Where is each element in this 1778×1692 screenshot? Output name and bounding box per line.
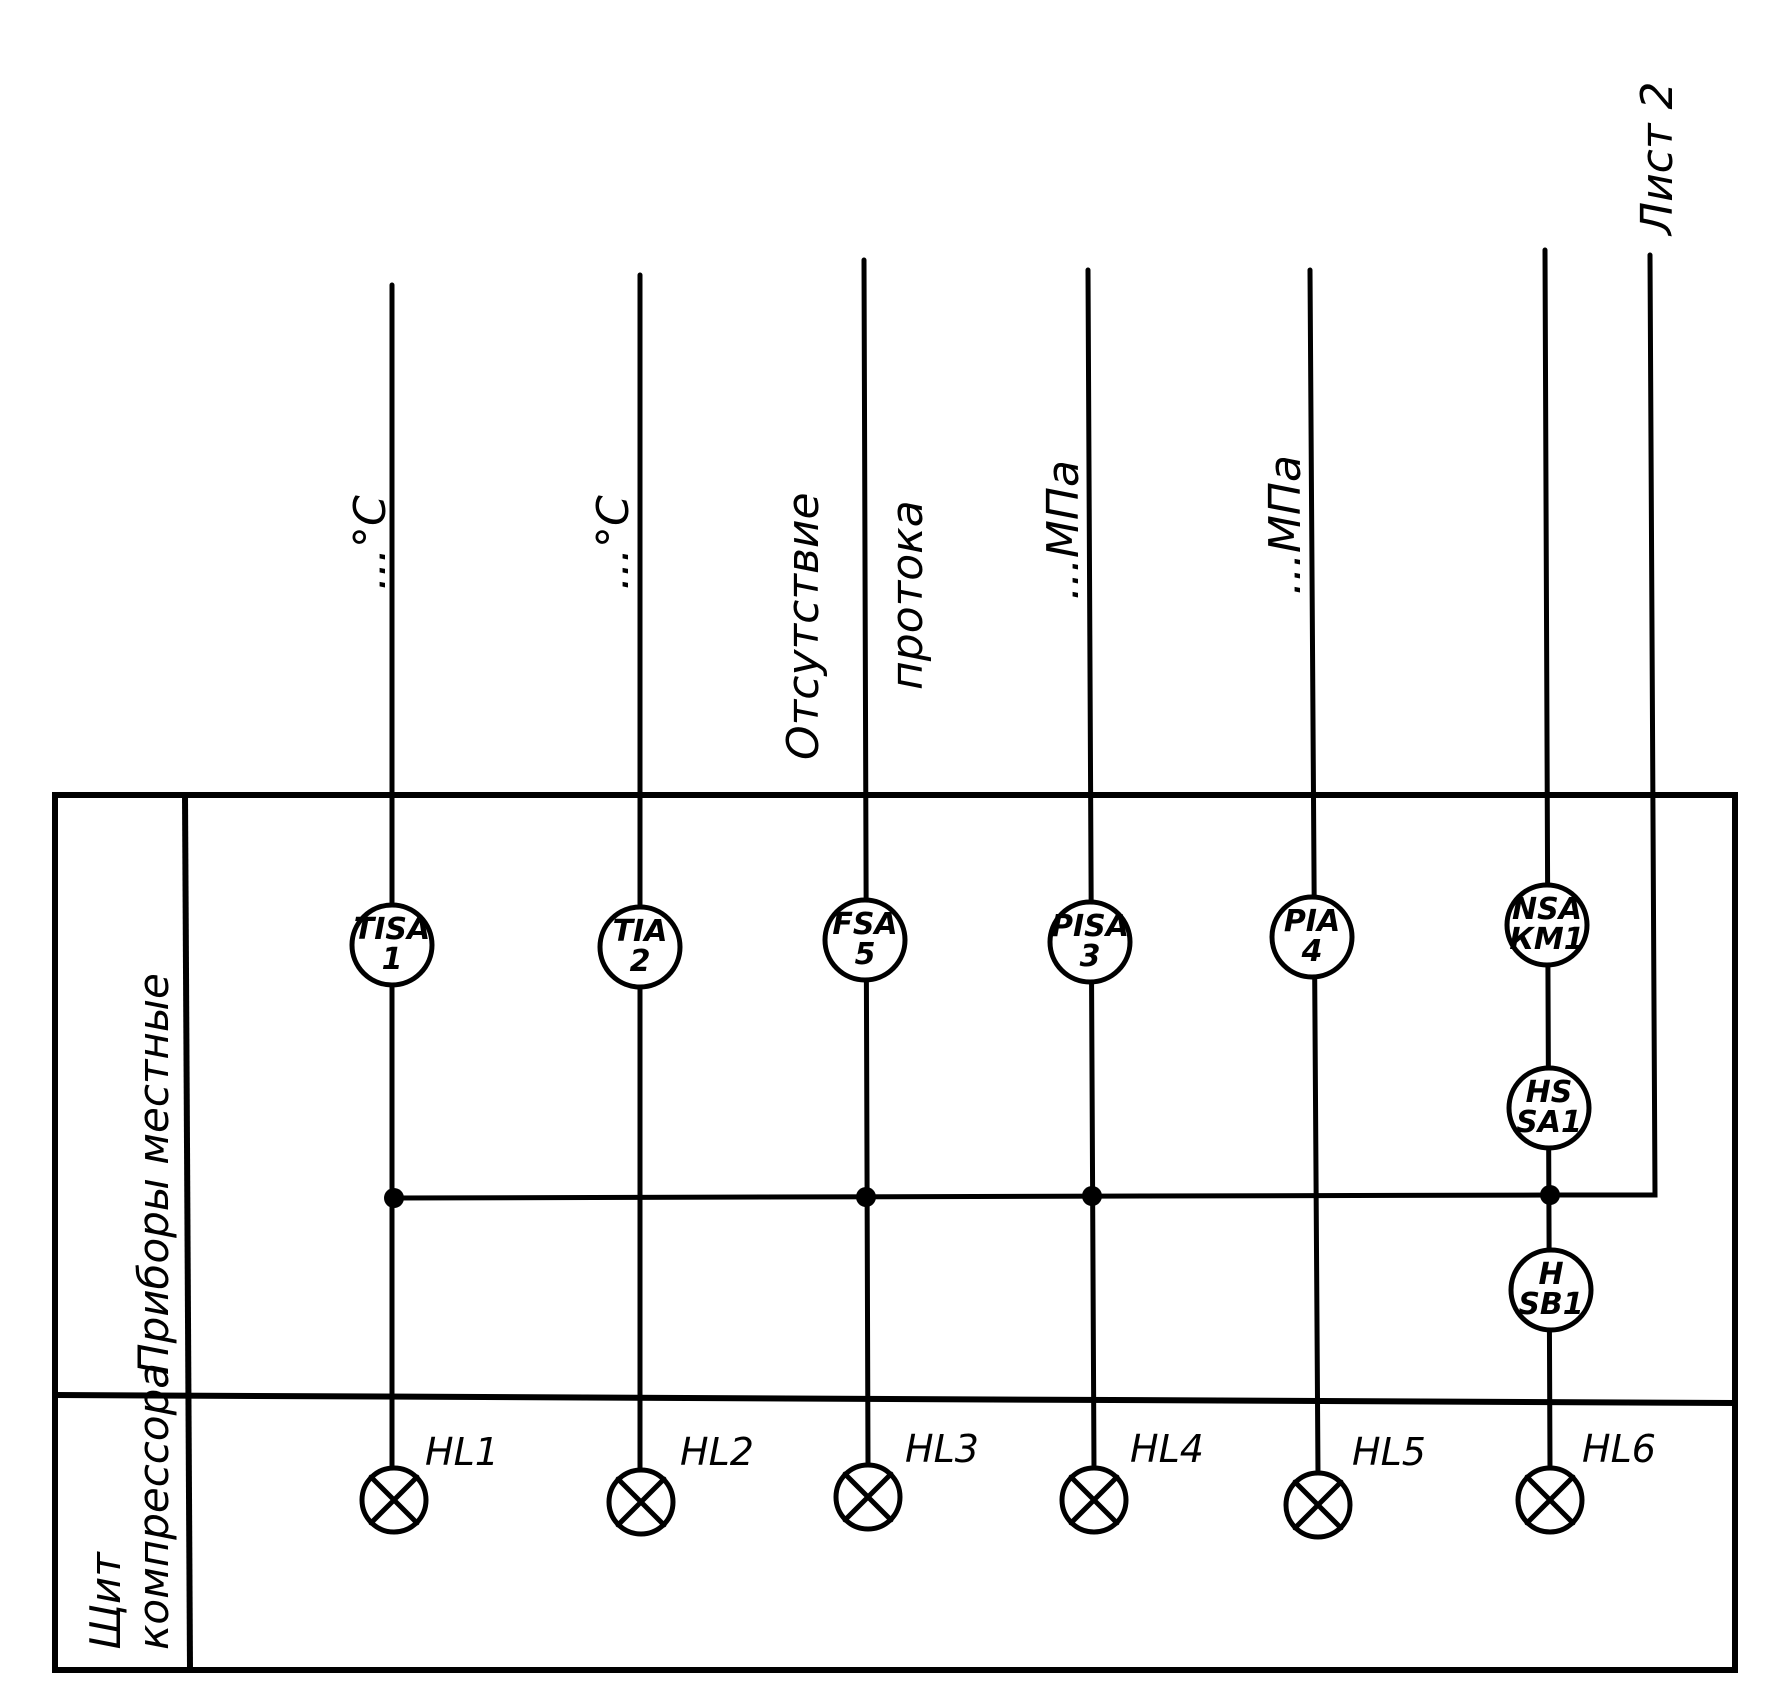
measurement-label-3b: протока: [882, 500, 933, 690]
instrument-tag: PIA: [1284, 904, 1340, 939]
panel-label-line2: компрессора: [129, 1363, 178, 1650]
wire-4: [1085, 267, 1097, 1473]
instrument-bubble-4: PISA 3: [1047, 899, 1133, 985]
junction-dot: [384, 1188, 404, 1208]
instrument-tag: H: [1538, 1257, 1563, 1292]
instrument-tag: TISA: [354, 912, 430, 947]
lamp-label: HL5: [1352, 1430, 1426, 1474]
instrument-bubble-1: TISA 1: [349, 902, 435, 988]
signal-wires: [389, 247, 1658, 1478]
instrument-number: 2: [630, 944, 651, 979]
instrument-bubble-7: HS SA1: [1506, 1065, 1592, 1151]
instrument-tag: HS: [1526, 1075, 1573, 1110]
instrument-tag: FSA: [832, 907, 897, 942]
frame: [52, 792, 1738, 1673]
local-instruments-label: Приборы местные: [129, 973, 178, 1375]
signal-lamp-6: HL6: [1515, 1427, 1656, 1535]
signal-lamp-4: HL4: [1059, 1427, 1204, 1535]
signal-lamp-5: HL5: [1283, 1430, 1426, 1540]
instrument-bubble-5: PIA 4: [1269, 894, 1355, 980]
signal-lamp-2: HL2: [606, 1430, 754, 1537]
signal-lamp-1: HL1: [359, 1430, 499, 1535]
sheet2-link-wire: [1547, 252, 1658, 1198]
outer-frame: [52, 792, 1738, 1673]
measurement-labels: ...°C ...°C Отсутствие протока ...МПа ..…: [345, 82, 1683, 760]
label-column-divider: [182, 794, 193, 1671]
measurement-label-3a: Отсутствие: [778, 492, 829, 760]
lamp-label: HL3: [905, 1427, 979, 1471]
junction-dot: [1082, 1186, 1102, 1206]
lamp-label: HL2: [680, 1430, 754, 1474]
lamp-label: HL4: [1130, 1427, 1204, 1471]
instrument-bubble-2: TIA 2: [597, 904, 683, 990]
section-divider: [54, 1392, 1736, 1406]
instrument-number: 3: [1080, 939, 1101, 974]
instrument-number: 4: [1301, 934, 1323, 969]
instrument-number: КМ1: [1509, 922, 1584, 957]
side-labels: Приборы местные Щит компрессора: [81, 973, 178, 1650]
wire-3: [861, 257, 871, 1468]
lamp-label: HL6: [1582, 1427, 1656, 1471]
measurement-label-5: ...МПа: [1260, 455, 1311, 595]
instrument-bubble-6: NSA КМ1: [1504, 882, 1590, 968]
junction-dot: [1540, 1185, 1560, 1205]
instrument-number: SA1: [1516, 1105, 1582, 1140]
common-bus: [391, 1192, 1555, 1201]
panel-label-line1: Щит: [81, 1551, 130, 1650]
wire-5: [1307, 267, 1321, 1478]
instrument-bubble-8: H SB1: [1508, 1247, 1594, 1333]
lamp-label: HL1: [425, 1430, 499, 1474]
instrument-number: 5: [855, 937, 876, 972]
instrument-number: 1: [382, 942, 403, 977]
measurement-label-2: ...°C: [588, 495, 639, 590]
instrument-number: SB1: [1518, 1287, 1583, 1322]
instrument-tag: TIA: [613, 914, 668, 949]
instrument-tag: PISA: [1051, 909, 1129, 944]
instrument-bubble-3: FSA 5: [822, 897, 908, 983]
junctions: [384, 1185, 1560, 1208]
measurement-label-1: ...°C: [345, 495, 396, 590]
measurement-label-4: ...МПа: [1038, 460, 1089, 600]
signal-lamp-3: HL3: [833, 1427, 979, 1532]
instrument-tag: NSA: [1512, 892, 1582, 927]
sheet-reference: Лист 2: [1632, 82, 1683, 237]
junction-dot: [856, 1187, 876, 1207]
